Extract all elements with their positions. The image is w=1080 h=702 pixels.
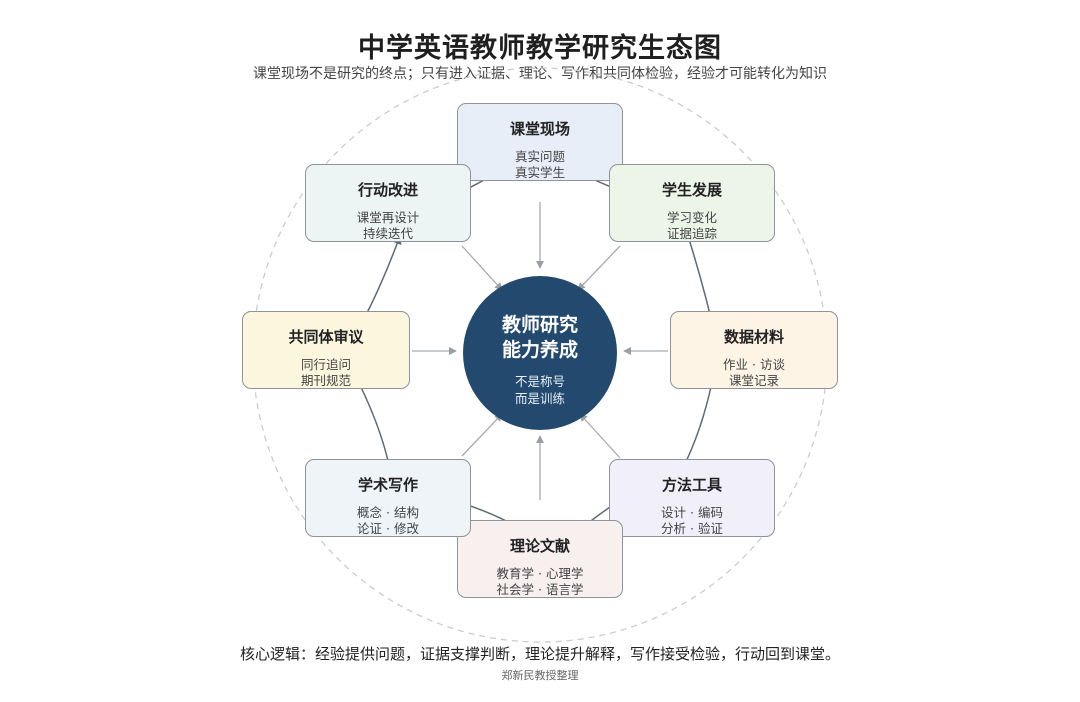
node-data-line-1: 作业 · 访谈 bbox=[723, 357, 785, 372]
node-method-title: 方法工具 bbox=[661, 476, 722, 494]
node-method-line-1: 设计 · 编码 bbox=[661, 505, 723, 520]
center-node: 教师研究 能力养成 不是称号 而是训练 bbox=[463, 276, 617, 430]
node-data-line-2: 课堂记录 bbox=[728, 373, 779, 388]
node-writing-line-1: 概念 · 结构 bbox=[357, 505, 419, 520]
node-student: 学生发展 学习变化 证据追踪 bbox=[609, 164, 775, 242]
node-student-line-2: 证据追踪 bbox=[666, 226, 717, 241]
node-action: 行动改进 课堂再设计 持续迭代 bbox=[305, 164, 471, 242]
node-theory-line-2: 社会学 · 语言学 bbox=[496, 582, 584, 597]
arrow-action-center bbox=[461, 245, 503, 291]
node-writing: 学术写作 概念 · 结构 论证 · 修改 bbox=[305, 459, 471, 537]
node-action-title: 行动改进 bbox=[357, 181, 418, 199]
node-data: 数据材料 作业 · 访谈 课堂记录 bbox=[670, 311, 838, 389]
credit-text: 郑新民教授整理 bbox=[501, 669, 579, 682]
node-student-line-1: 学习变化 bbox=[666, 210, 717, 225]
node-action-line-1: 课堂再设计 bbox=[356, 210, 420, 225]
cycle-data-method bbox=[681, 381, 713, 471]
node-classroom-line-1: 真实问题 bbox=[514, 149, 565, 164]
core-logic-note: 核心逻辑：经验提供问题，证据支撑判断，理论提升解释，写作接受检验，行动回到课堂。 bbox=[239, 645, 840, 663]
node-community-line-2: 期刊规范 bbox=[300, 373, 351, 388]
arrow-student-center bbox=[577, 245, 621, 291]
node-action-line-2: 持续迭代 bbox=[362, 226, 413, 241]
arrow-method-center bbox=[579, 413, 621, 459]
node-community-title: 共同体审议 bbox=[288, 328, 364, 346]
node-theory: 理论文献 教育学 · 心理学 社会学 · 语言学 bbox=[457, 520, 623, 598]
node-classroom-line-2: 真实学生 bbox=[514, 165, 565, 180]
node-student-title: 学生发展 bbox=[661, 181, 722, 199]
node-writing-line-2: 论证 · 修改 bbox=[357, 521, 419, 536]
center-sub-line-1: 不是称号 bbox=[514, 374, 565, 389]
node-data-title: 数据材料 bbox=[723, 328, 784, 346]
node-theory-line-1: 教育学 · 心理学 bbox=[496, 566, 584, 581]
page-subtitle: 课堂现场不是研究的终点；只有进入证据、理论、写作和共同体检验，经验才可能转化为知… bbox=[253, 66, 827, 82]
node-method-line-2: 分析 · 验证 bbox=[661, 521, 723, 536]
page-title: 中学英语教师教学研究生态图 bbox=[358, 33, 722, 64]
center-title-line-1: 教师研究 bbox=[501, 314, 578, 336]
center-title-line-2: 能力养成 bbox=[501, 339, 578, 361]
inbound-arrows bbox=[412, 202, 668, 500]
node-method: 方法工具 设计 · 编码 分析 · 验证 bbox=[609, 459, 775, 537]
center-sub-line-2: 而是训练 bbox=[514, 391, 565, 406]
node-classroom: 课堂现场 真实问题 真实学生 bbox=[457, 103, 623, 181]
node-community: 共同体审议 同行追问 期刊规范 bbox=[242, 311, 410, 389]
node-writing-title: 学术写作 bbox=[357, 476, 418, 494]
node-community-line-1: 同行追问 bbox=[300, 357, 351, 372]
node-theory-title: 理论文献 bbox=[509, 537, 570, 555]
node-classroom-title: 课堂现场 bbox=[509, 120, 570, 138]
arrow-writing-center bbox=[461, 413, 503, 457]
